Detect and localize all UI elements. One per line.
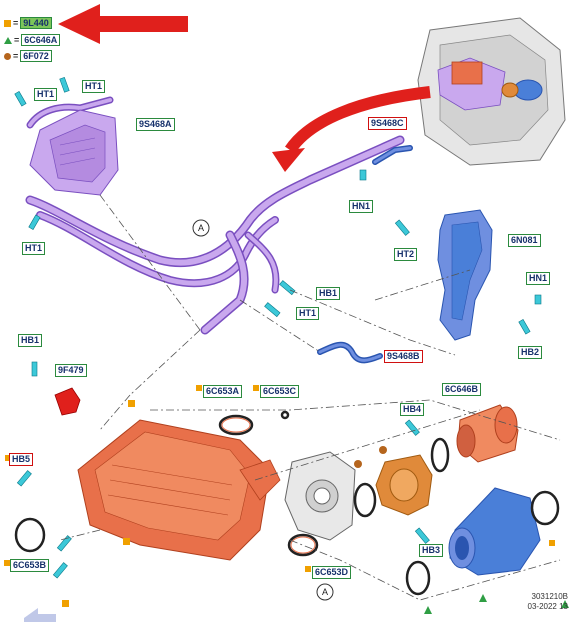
tube-9s468b (317, 341, 383, 364)
legend-equals: = (14, 35, 20, 45)
callout-letter-lower: A (322, 587, 328, 597)
label-hb2: HB2 (518, 346, 543, 359)
drawing-number: 3031210B (531, 592, 568, 601)
circle-icon (4, 52, 11, 60)
legend-code-square: 9L440 (20, 17, 52, 29)
leader-lines (59, 194, 561, 601)
label-hb1-left: HB1 (18, 334, 43, 347)
label-hb5: HB5 (9, 453, 34, 466)
blue-housing (448, 487, 541, 576)
egr-cooler-upper-body (29, 109, 119, 196)
legend-code-triangle: 6C646A (21, 34, 61, 46)
egr-cooler-main (77, 419, 281, 561)
callout-circle-lower (316, 583, 334, 601)
square-icon (4, 19, 11, 27)
label-6c653b: 6C653B (10, 559, 50, 572)
legend-code-circle: 6F072 (20, 50, 52, 62)
label-ht2: HT2 (394, 248, 418, 261)
part-markers (4, 385, 569, 614)
red-curved-arrow-icon (272, 86, 431, 172)
label-6c653c: 6C653C (260, 385, 300, 398)
label-9s468a: 9S468A (136, 118, 175, 131)
legend-item-square: = 9L440 (4, 17, 52, 29)
corner-arrow-icon (24, 608, 56, 622)
label-hn1-upper: HN1 (349, 200, 374, 213)
engine-inset (417, 17, 566, 166)
label-6n081: 6N081 (508, 234, 541, 247)
label-hb4: HB4 (400, 403, 425, 416)
sensor-9f479 (54, 387, 81, 416)
drawing-reference: 3031210B 03-2022 13 (528, 592, 568, 612)
label-hn1-right: HN1 (526, 272, 551, 285)
label-hb3: HB3 (419, 544, 444, 557)
fastener-bolts (14, 77, 542, 579)
label-9f479: 9F479 (55, 364, 87, 377)
label-9s468c: 9S468C (368, 117, 407, 130)
drawing-date: 03-2022 13 (527, 602, 568, 611)
label-ht1-mid: HT1 (296, 307, 320, 320)
egr-valve (284, 451, 356, 541)
egr-tube-assembly (25, 96, 405, 335)
label-9s468b: 9S468B (384, 350, 423, 363)
legend-item-circle: = 6F072 (4, 50, 52, 62)
legend-equals: = (13, 51, 19, 61)
legend-equals: = (13, 18, 19, 28)
label-ht1-lower-left: HT1 (22, 242, 46, 255)
gasket-rings-highlight (221, 417, 316, 554)
gasket-rings (14, 410, 560, 596)
red-arrow-top-icon (58, 4, 188, 44)
label-ht1-left: HT1 (34, 88, 58, 101)
copper-flange (375, 454, 433, 516)
tube-9s468c (372, 145, 413, 165)
label-6c646b: 6C646B (442, 383, 482, 396)
callout-letter-upper: A (198, 223, 204, 233)
label-hb1-mid: HB1 (316, 287, 341, 300)
label-ht1-top: HT1 (82, 80, 106, 93)
triangle-icon (4, 36, 12, 44)
label-6c653a: 6C653A (203, 385, 243, 398)
label-6c653d: 6C653D (312, 566, 352, 579)
pipe-6c646b (456, 404, 519, 463)
legend-item-triangle: = 6C646A (4, 34, 61, 46)
callout-circle-upper (192, 219, 210, 237)
bracket-6n081 (437, 209, 493, 341)
